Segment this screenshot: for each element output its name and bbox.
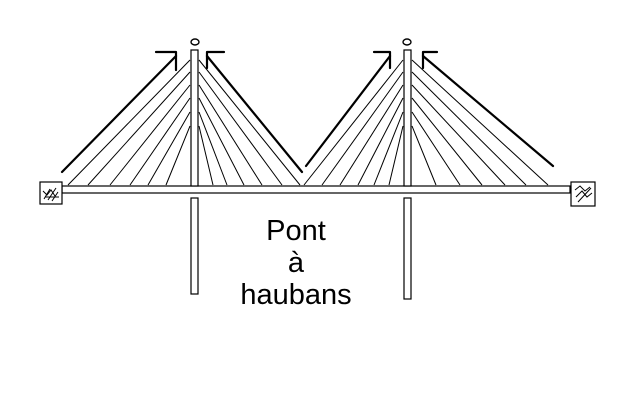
left-tower-left-arrow-icon: [60, 50, 178, 174]
left-tower-cables: [67, 59, 301, 186]
right-tower-upper: [403, 49, 412, 187]
caption-line-1: Pont: [266, 215, 326, 247]
left-anchorage-hatch-icon: [39, 181, 63, 205]
left-tower-pier: [190, 197, 199, 295]
right-aviation-light-icon: [402, 38, 412, 46]
tension-arrows: [60, 50, 555, 174]
left-aviation-light-icon: [190, 38, 200, 46]
left-tower-right-arrow-icon: [205, 50, 304, 174]
right-tower-left-arrow-icon: [304, 50, 392, 168]
caption-line-2: à: [287, 247, 305, 279]
bridge-deck: [61, 185, 571, 194]
right-tower-pier: [403, 197, 412, 300]
left-tower-upper: [190, 49, 199, 187]
right-anchorage-hatch-icon: [570, 181, 596, 207]
right-tower-right-arrow-icon: [421, 50, 555, 168]
caption-line-3: haubans: [240, 279, 352, 311]
bridge-caption: Pont à haubans: [221, 215, 371, 311]
bridge-structure: [39, 38, 596, 300]
right-tower-cables: [303, 59, 549, 186]
